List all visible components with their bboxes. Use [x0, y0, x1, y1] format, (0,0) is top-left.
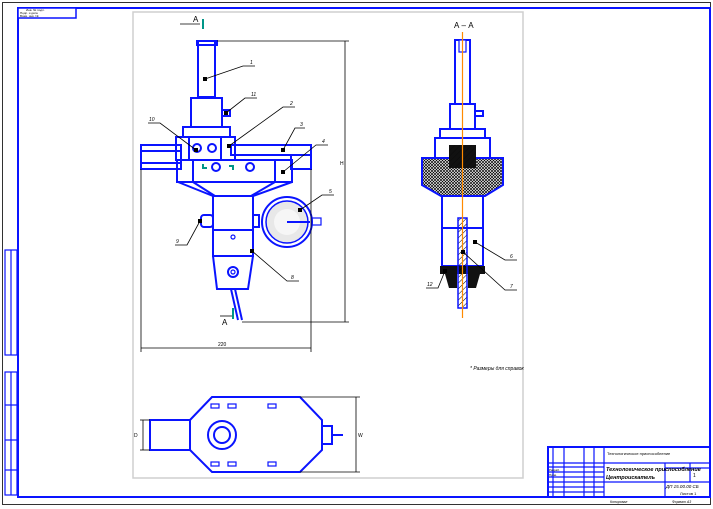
stamp-text-3: Взам. инв. №: [20, 14, 39, 18]
callout-6: 6: [510, 254, 513, 260]
section-marker-top: А: [193, 15, 199, 24]
dimension-height-front: H: [340, 161, 344, 167]
callout-5: 5: [329, 189, 332, 195]
dimension-width-plan: W: [358, 433, 363, 439]
stamp-text-2: Подп. и дата: [20, 11, 38, 15]
section-view[interactable]: А – А 6 7 12: [421, 21, 517, 318]
plan-view[interactable]: D W: [134, 396, 363, 473]
paper-area: [132, 11, 524, 479]
top-left-stamp: Инв. № подл. Подп. и дата Взам. инв. №: [17, 7, 77, 19]
callout-1: 1: [250, 60, 253, 66]
title-block: Технологическое приспособление Технологи…: [547, 446, 711, 498]
front-view[interactable]: А А 220 H 1 11: [140, 15, 349, 352]
stamp-text-1: Инв. № подл.: [26, 8, 45, 12]
title-developer: Разраб.: [549, 468, 560, 472]
drawing-frame: [17, 7, 711, 498]
drawing-note: * Размеры для справок: [470, 366, 524, 372]
title-doc: Технологическое приспособление: [607, 451, 671, 456]
left-side-stamp: [4, 249, 18, 496]
format-label: Формат А3: [672, 500, 691, 504]
title-sheets: Листов 1: [680, 491, 697, 496]
callout-12: 12: [427, 282, 433, 288]
title-code: ДП 15.00.00 СБ: [665, 484, 699, 489]
callout-3: 3: [300, 122, 303, 128]
callout-10: 10: [149, 117, 155, 123]
callout-11: 11: [251, 92, 256, 98]
callout-8: 8: [291, 275, 294, 281]
title-main: Технологическое приспособление: [606, 466, 701, 473]
title-check: Пров.: [549, 473, 557, 477]
callout-2: 2: [289, 101, 293, 107]
section-title: А – А: [454, 21, 474, 30]
dimension-width-front: 220: [218, 342, 227, 348]
dial-indicator: [261, 196, 322, 248]
section-marker-bottom: А: [222, 318, 228, 327]
callout-7: 7: [510, 284, 513, 290]
title-sheet: 1: [693, 473, 696, 479]
copied-label: Копировал: [610, 500, 627, 504]
dimension-height-plan: D: [134, 433, 138, 439]
title-part-name: Центроискатель: [606, 475, 655, 481]
callout-4: 4: [322, 139, 325, 145]
callout-9: 9: [176, 239, 179, 245]
